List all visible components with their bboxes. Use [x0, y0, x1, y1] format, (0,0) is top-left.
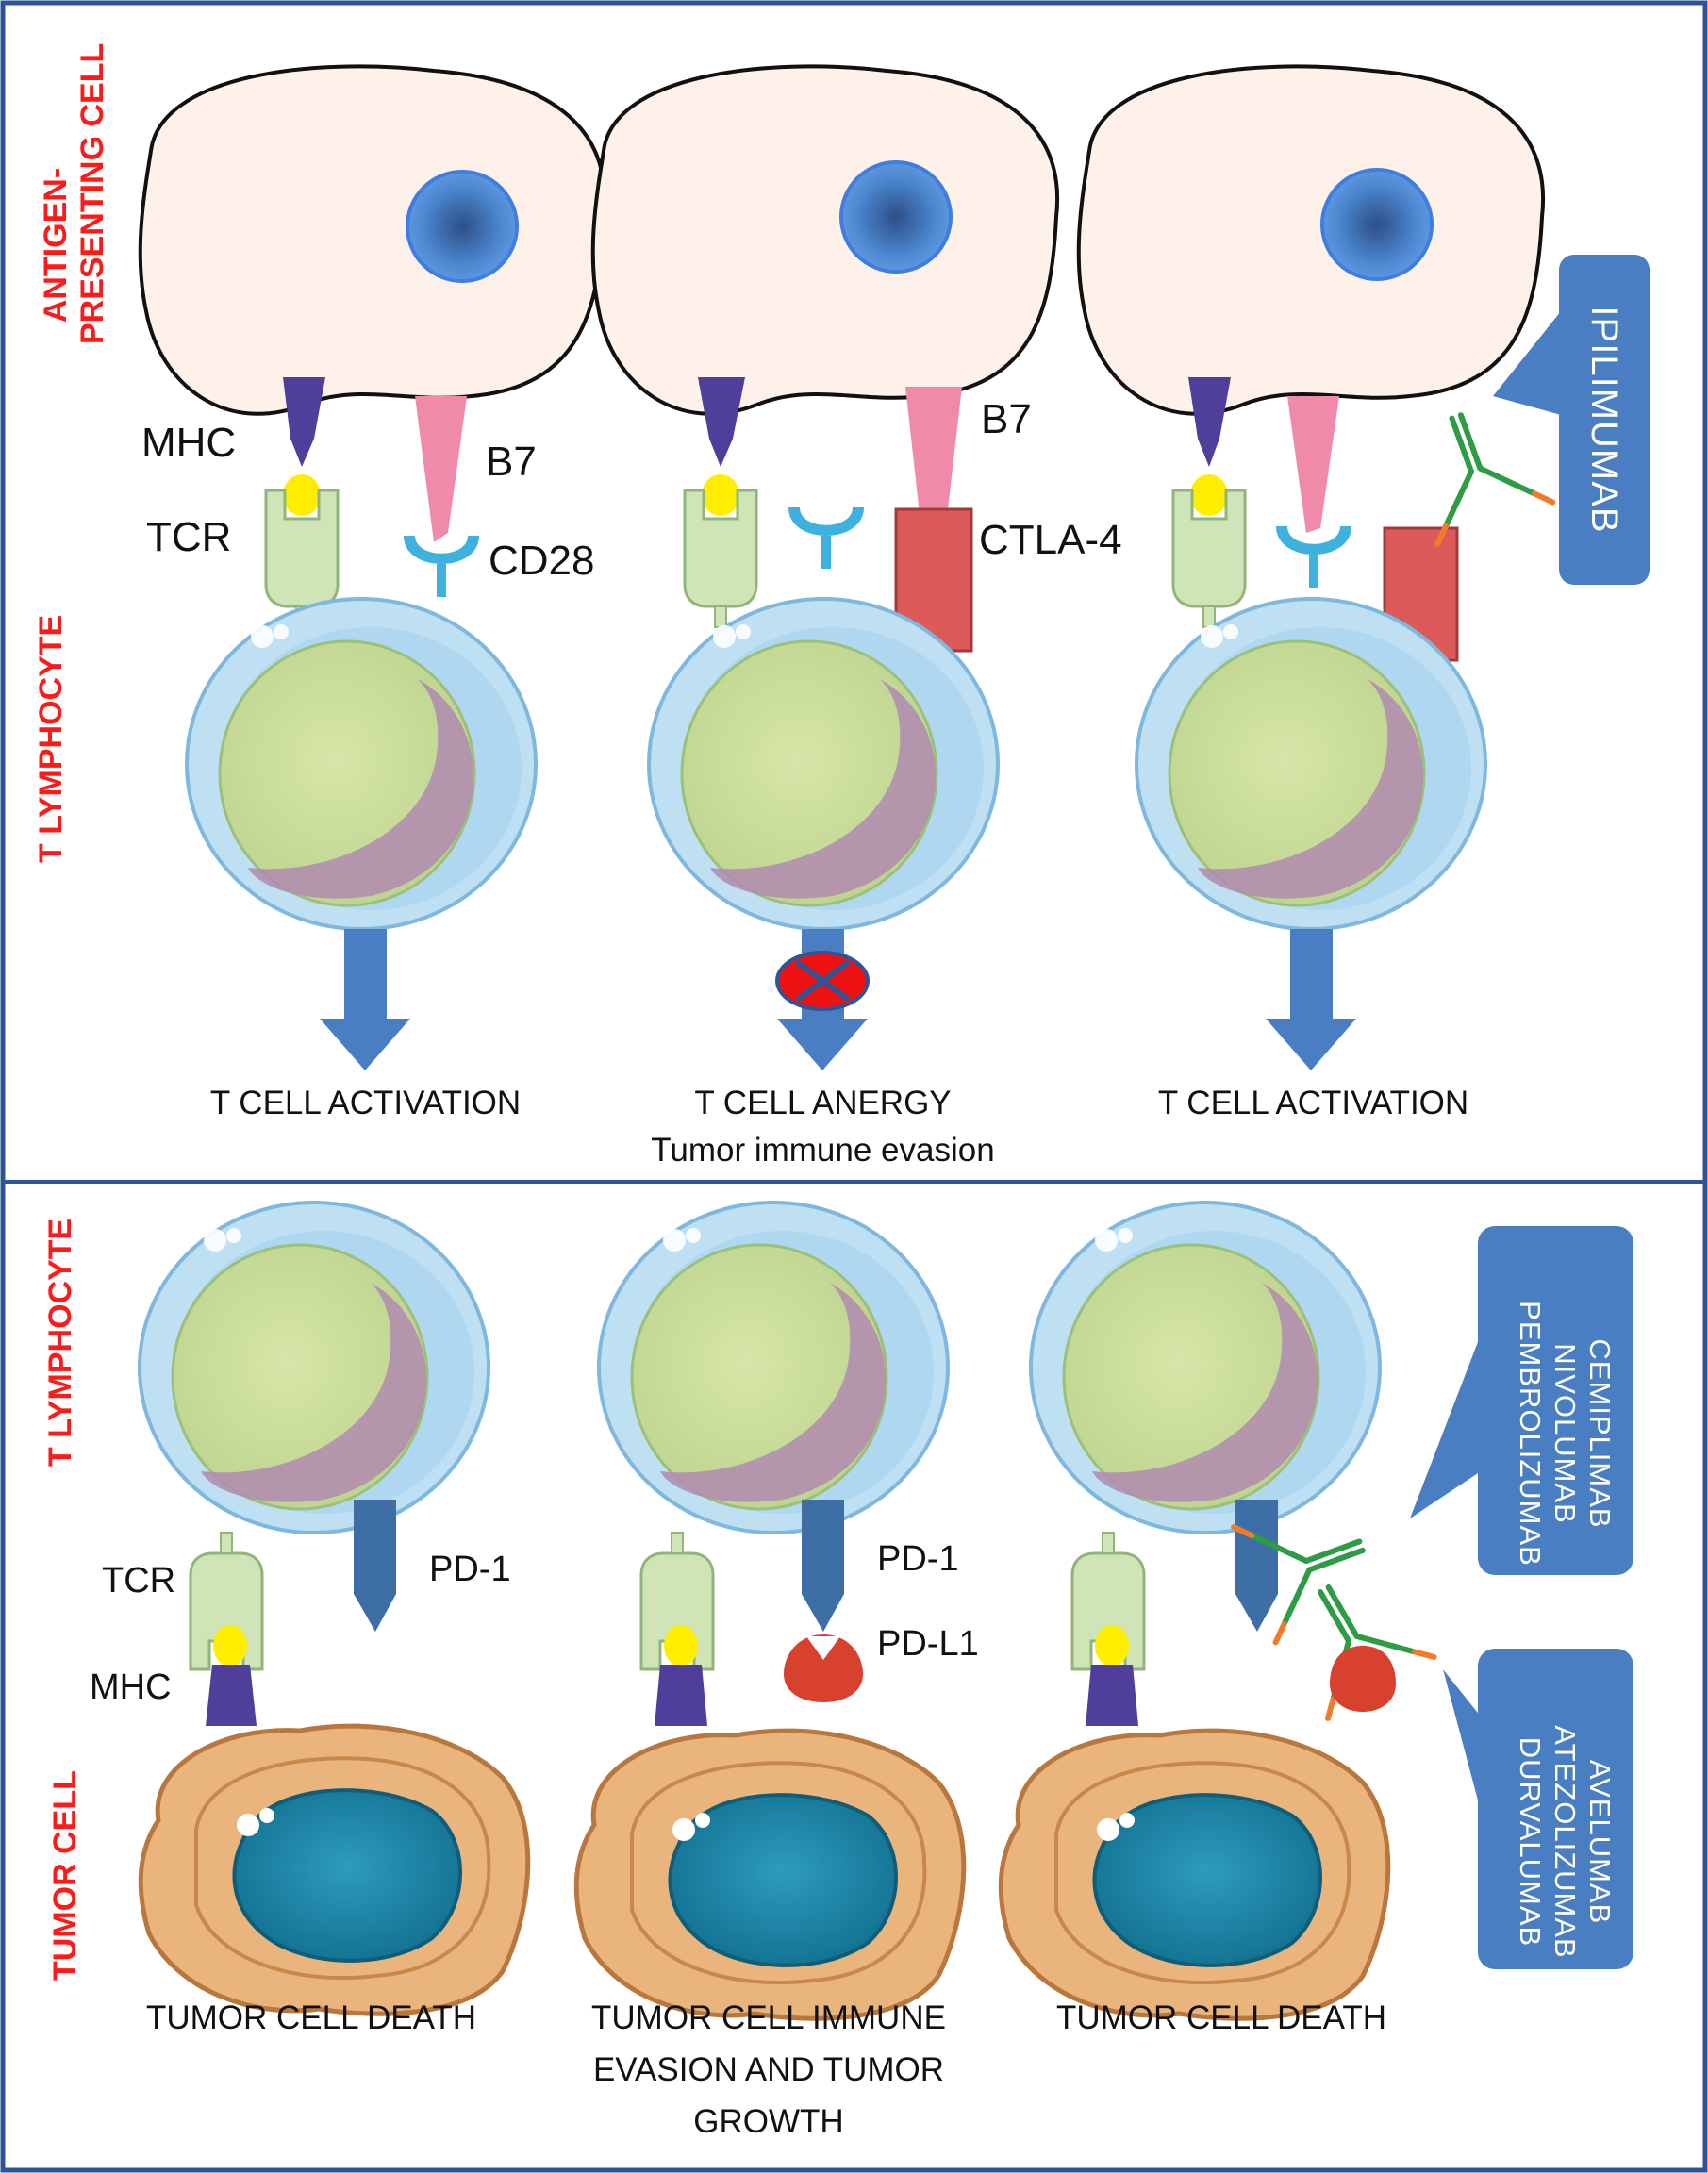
label-cd28: CD28: [489, 538, 595, 584]
block-symbol: [775, 951, 870, 1011]
pd1-drugs-callout: [1410, 1226, 1633, 1575]
caption-bottom-mid-2: EVASION AND TUMOR: [592, 2051, 945, 2088]
top-column-left: [138, 64, 607, 1070]
pdl1-drugs-callout: [1443, 1649, 1633, 1969]
label-b7-mid: B7: [981, 396, 1032, 442]
label-tcr-bottom: TCR: [102, 1561, 176, 1601]
bottom-column-left: [138, 1201, 528, 2014]
drugs-pd1-list: CEMIPLIMAB NIVOLUMAB PEMBROLIZUMAB: [1513, 1301, 1617, 1567]
caption-top-right: T CELL ACTIVATION: [1157, 1085, 1469, 1121]
drug-ipilimumab: IPILIMUMAB: [1584, 306, 1625, 534]
caption-top-left: T CELL ACTIVATION: [209, 1085, 522, 1121]
label-mhc-top: MHC: [141, 420, 237, 466]
side-label-t-lymphocyte-top: T LYMPHOCYTE: [33, 614, 69, 863]
caption-top-mid-2: Tumor immune evasion: [651, 1132, 995, 1169]
side-label-tumor-cell: TUMOR CELL: [47, 1770, 83, 1981]
label-pd1-mid: PD-1: [877, 1539, 959, 1579]
side-label-t-lymphocyte-bottom: T LYMPHOCYTE: [42, 1218, 78, 1467]
caption-bottom-mid-3: GROWTH: [693, 2103, 844, 2140]
label-ctla4: CTLA-4: [979, 517, 1122, 563]
label-pd1-left: PD-1: [429, 1550, 511, 1589]
caption-bottom-mid-1: TUMOR CELL IMMUNE: [591, 1999, 946, 2036]
label-tcr-top: TCR: [146, 514, 232, 560]
top-column-mid: [590, 64, 1060, 1070]
side-label-apc: ANTIGEN- PRESENTING CELL: [38, 42, 111, 344]
bottom-column-mid: [576, 1201, 963, 2018]
bottom-column-right: [1001, 1201, 1434, 2018]
top-column-right: [1076, 64, 1553, 1070]
ipilimumab-callout: [1493, 255, 1650, 585]
label-b7-left: B7: [486, 439, 537, 485]
label-mhc-bottom: MHC: [90, 1667, 172, 1707]
caption-bottom-left: TUMOR CELL DEATH: [145, 1999, 477, 2036]
caption-top-mid-1: T CELL ANERGY: [694, 1085, 952, 1121]
caption-bottom-right: TUMOR CELL DEATH: [1055, 1999, 1387, 2036]
drugs-pdl1-list: AVELUMAB ATEZOLIZUMAB DURVALUMAB: [1513, 1725, 1617, 1959]
label-pdl1: PD-L1: [877, 1624, 979, 1664]
